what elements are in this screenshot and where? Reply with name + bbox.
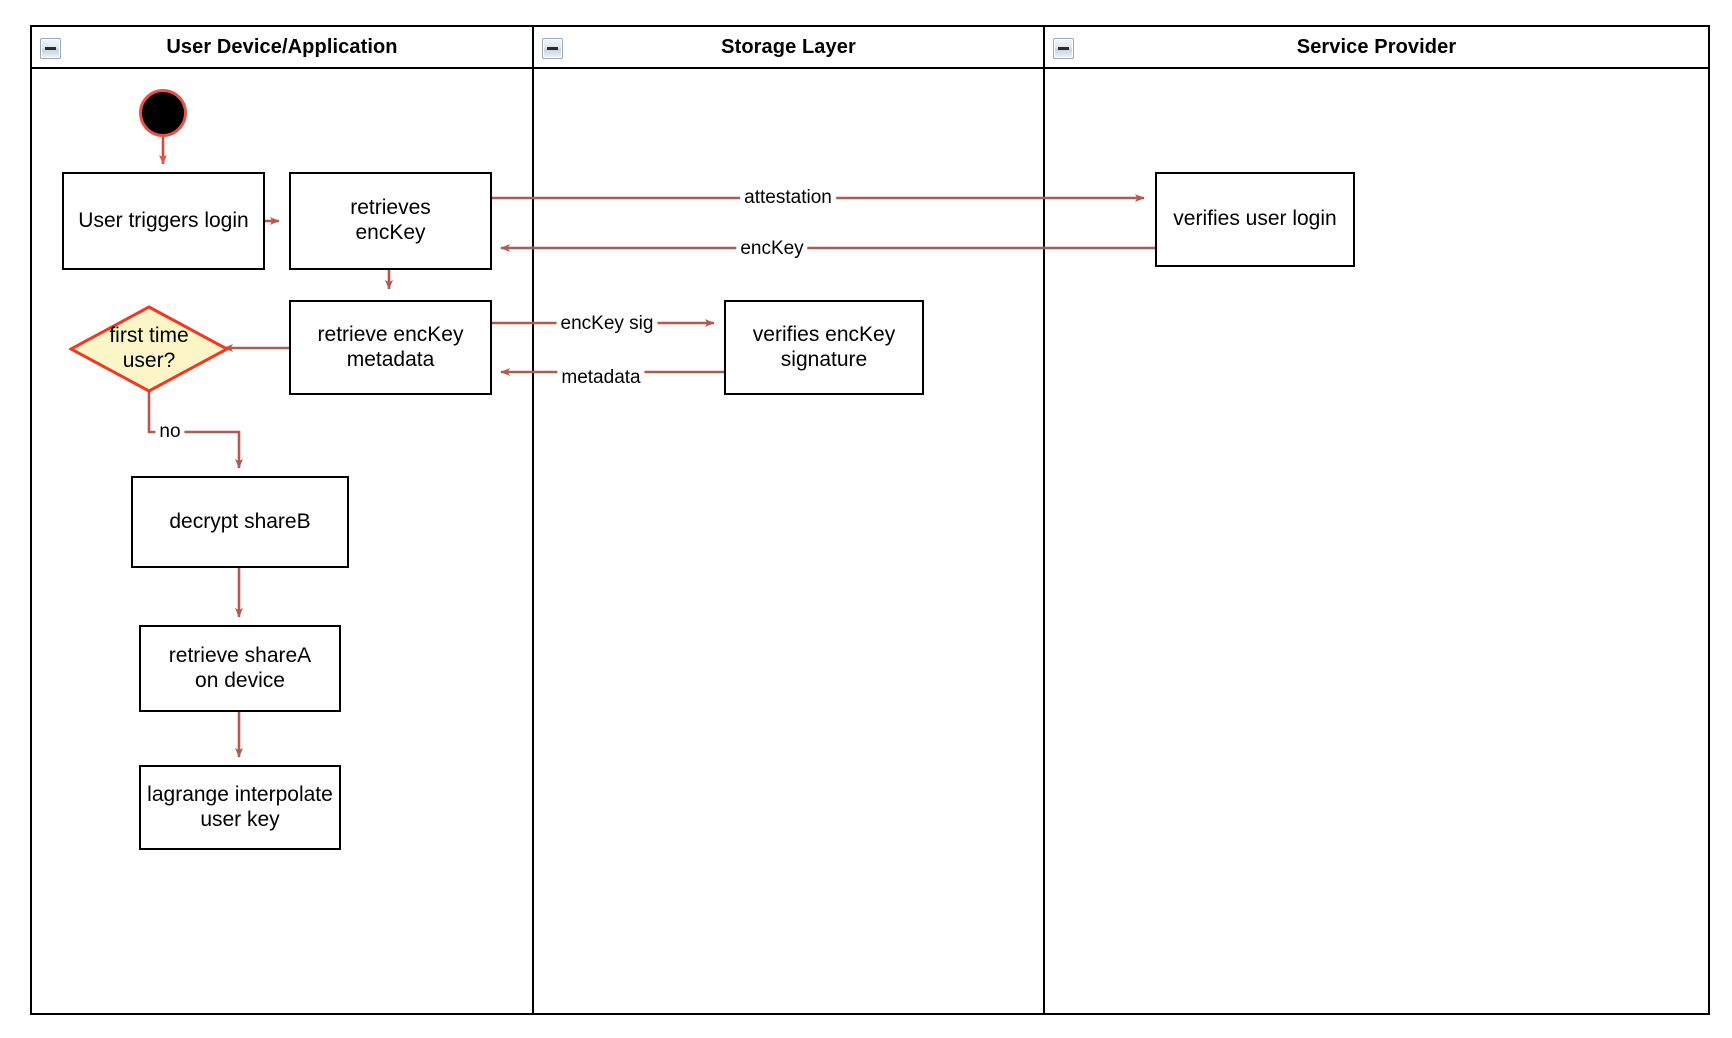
node-decrypt-shareb[interactable]: decrypt shareB: [131, 476, 349, 568]
node-retrieves-enckey[interactable]: retrieves encKey: [289, 172, 492, 270]
node-label-line2: on device: [195, 668, 285, 692]
node-label-line1: verifies encKey: [752, 322, 896, 346]
lane-header-storage: Storage Layer: [534, 27, 1043, 69]
lane-header-user-device: User Device/Application: [32, 27, 532, 69]
node-label-line2: metadata: [346, 347, 435, 371]
edge-label-no: no: [155, 421, 185, 443]
node-label-line2: signature: [780, 347, 868, 371]
node-label-line1: retrieves: [350, 196, 431, 220]
lane-header-service-provider: Service Provider: [1045, 27, 1708, 69]
node-verifies-user-login[interactable]: verifies user login: [1155, 172, 1355, 267]
node-user-triggers-login[interactable]: User triggers login: [62, 172, 265, 270]
node-label-line1: retrieve encKey: [317, 322, 464, 346]
collapse-minus-icon[interactable]: [542, 38, 563, 59]
node-label-line2: user key: [200, 807, 280, 831]
diamond-shape: [69, 305, 229, 393]
collapse-minus-icon[interactable]: [40, 38, 61, 59]
node-lagrange-interpolate-user-key[interactable]: lagrange interpolate user key: [139, 765, 341, 850]
lane-divider-2: [1043, 27, 1045, 1013]
edge-label-enckey: encKey: [736, 238, 808, 260]
decision-label-line2: user?: [122, 349, 176, 372]
decision-label-line1: first time: [109, 324, 189, 348]
lane-divider-1: [532, 27, 534, 1013]
lane-title-service-provider: Service Provider: [1296, 35, 1457, 58]
node-label: decrypt shareB: [169, 509, 311, 533]
decision-label: first time user?: [69, 305, 229, 393]
lane-title-user-device: User Device/Application: [166, 35, 398, 58]
node-label: verifies user login: [1173, 207, 1337, 231]
node-label-line1: lagrange interpolate: [147, 782, 333, 806]
edge-label-enckey-sig: encKey sig: [556, 313, 658, 335]
node-decision-first-time-user[interactable]: first time user?: [69, 305, 229, 393]
start-node: [139, 89, 187, 137]
collapse-minus-icon[interactable]: [1053, 38, 1074, 59]
lane-title-storage: Storage Layer: [721, 35, 856, 58]
node-retrieve-enckey-metadata[interactable]: retrieve encKey metadata: [289, 300, 492, 395]
edge-label-attestation: attestation: [740, 187, 836, 209]
node-verifies-enckey-signature[interactable]: verifies encKey signature: [724, 300, 924, 395]
edge-label-metadata: metadata: [557, 367, 645, 389]
node-label: User triggers login: [78, 208, 249, 232]
node-retrieve-sharea-on-device[interactable]: retrieve shareA on device: [139, 625, 341, 712]
node-label-line2: encKey: [355, 221, 426, 244]
node-label-line1: retrieve shareA: [168, 643, 312, 667]
